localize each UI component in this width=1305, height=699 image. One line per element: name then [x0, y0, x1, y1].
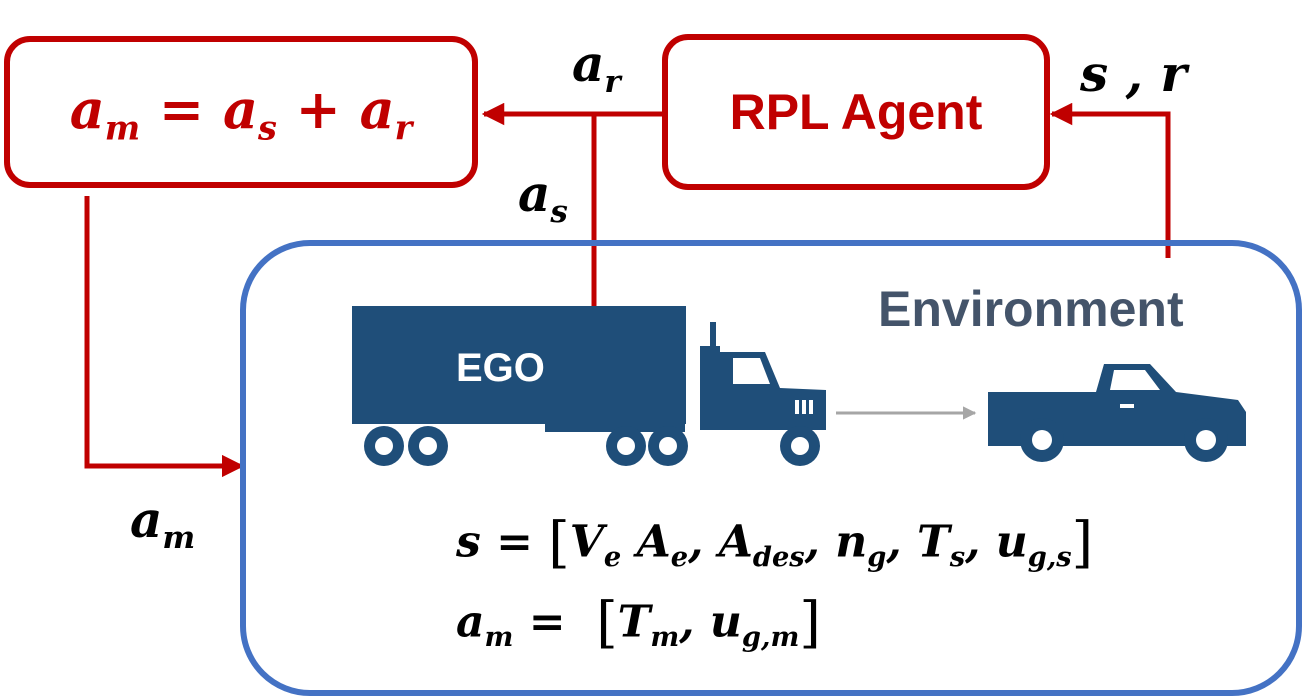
action-mixer-box: am = as + ar [4, 36, 478, 188]
sr-arrow [1049, 102, 1171, 258]
signal-a-r: ar [572, 34, 621, 100]
action-formula: am = [Tm, ug,m] [456, 590, 821, 654]
signal-a-m: am [130, 490, 196, 556]
environment-box [240, 240, 1302, 696]
pickup-truck-icon [988, 364, 1246, 462]
ego-truck-icon [352, 306, 826, 466]
state-formula: s = [Ve Ae, Ades, ng, Ts, ug,s] [456, 510, 1094, 574]
am-arrow [84, 196, 245, 478]
rpl-agent-box: RPL Agent [662, 34, 1050, 190]
rpl-agent-label: RPL Agent [729, 84, 983, 140]
signal-s-r: s , r [1080, 44, 1187, 103]
ego-label: EGO [456, 346, 545, 390]
mixer-equation: am = as + ar [69, 76, 413, 148]
signal-a-s: as [518, 164, 568, 230]
environment-label: Environment [878, 281, 1184, 337]
